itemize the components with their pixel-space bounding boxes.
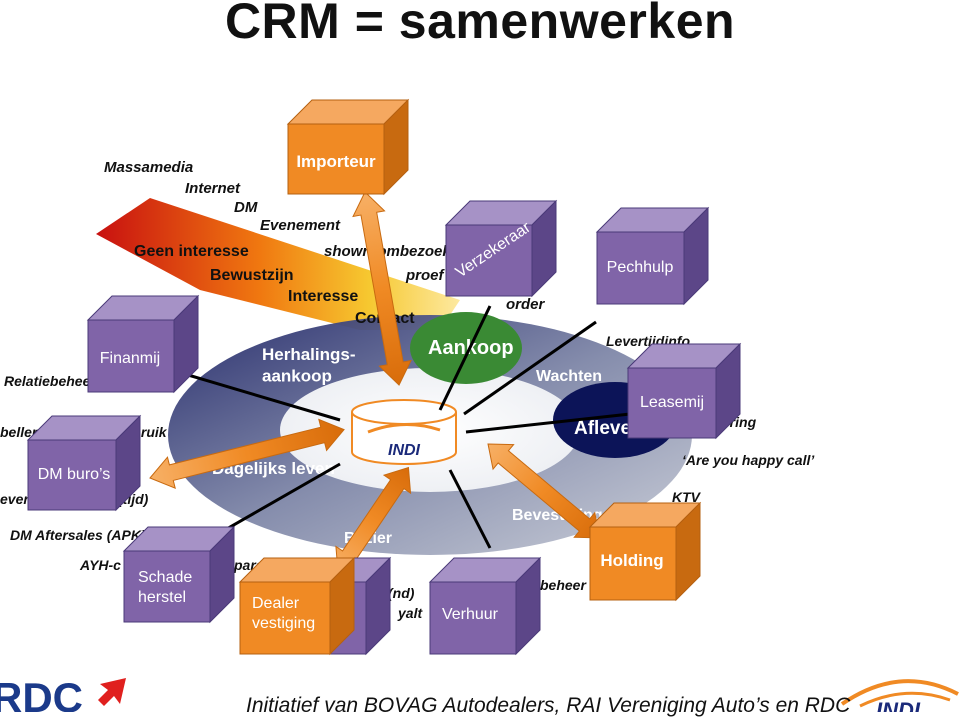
- rdc-arrow-icon: [98, 678, 126, 706]
- awareness-funnel: [96, 198, 460, 330]
- channel-label: showroombezoek: [324, 243, 451, 260]
- page-title: CRM = samenwerken: [224, 0, 736, 49]
- outer-label: Relatiebeheer: [4, 373, 97, 389]
- connector-line: [438, 305, 492, 411]
- stage-label: Interesse: [288, 288, 358, 305]
- indi-logo-text: INDI: [388, 442, 421, 459]
- partner-label: Pechhulp: [607, 259, 674, 276]
- connector-line: [463, 320, 597, 416]
- outer-label: even: [0, 491, 32, 507]
- outer-label: ‘Are you happy call’: [682, 452, 815, 468]
- partner-label: DM buro’s: [38, 466, 111, 483]
- connector-line: [465, 412, 631, 434]
- partner-finanmij: Finanmij: [86, 294, 200, 394]
- rdc-logo-text: RDC: [0, 674, 83, 712]
- partner-holding: Holding: [588, 501, 702, 602]
- phase-dagelijks-leven: Dagelijks leven: [212, 459, 335, 478]
- orange-arrows: [149, 191, 601, 573]
- channel-label: Internet: [185, 180, 241, 197]
- footer-note: Initiatief van BOVAG Autodealers, RAI Ve…: [246, 694, 851, 717]
- partner-importeur: Importeur: [286, 98, 410, 196]
- stage-label: Bewustzijn: [210, 267, 294, 284]
- partner-pechhulp: Pechhulp: [595, 206, 710, 306]
- funnel-labels: Massamedia Internet DM Evenement showroo…: [104, 159, 546, 327]
- outer-label: yalt: [397, 605, 423, 621]
- outer-label: (nd): [388, 585, 415, 601]
- partner-label: Holding: [600, 551, 663, 570]
- partner-label: Importeur: [296, 152, 376, 171]
- channel-label: DM: [234, 199, 258, 216]
- indi-logo: INDI: [840, 679, 959, 712]
- channel-label: Massamedia: [104, 159, 193, 176]
- channel-label: proef: [405, 267, 446, 284]
- partner-verhuur: Verhuur: [428, 556, 542, 656]
- arrow-importeur: [352, 191, 412, 386]
- partner-leasemij: Leasemij: [626, 342, 742, 440]
- rdc-logo: RDC: [0, 674, 126, 712]
- partner-label: Verhuur: [442, 606, 499, 623]
- partner-label: Leasemij: [640, 394, 704, 411]
- stage-label: Geen interesse: [134, 243, 249, 260]
- outer-label: AYH-c: [79, 557, 121, 573]
- connector-line: [177, 370, 341, 422]
- outer-label: DM Aftersales (APK): [10, 527, 146, 543]
- channel-label: Evenement: [260, 217, 341, 234]
- cycle-phase-labels: Aankoop Wachten Aflevering Bevestiging B…: [212, 337, 667, 547]
- partner-label: Finanmij: [100, 350, 160, 367]
- outer-label: beheer: [540, 577, 587, 593]
- indi-logo-text-bottom: INDI: [876, 698, 921, 712]
- channel-label: order: [506, 296, 546, 313]
- indi-center-database: INDI: [351, 399, 457, 465]
- outer-label: KTV: [672, 489, 702, 505]
- outer-label: bellen: [0, 424, 40, 440]
- arrow-dm-buros: [149, 418, 345, 490]
- aankoop-segment: [410, 312, 522, 384]
- connector-line: [448, 469, 492, 549]
- phase-wachten: Wachten: [536, 368, 602, 385]
- partner-dm-buros: DM buro’s: [26, 414, 142, 512]
- partner-verzekeraar: Verzekeraar: [444, 199, 558, 298]
- phase-herhalingsaankoop: Herhalings-aankoop: [262, 345, 356, 385]
